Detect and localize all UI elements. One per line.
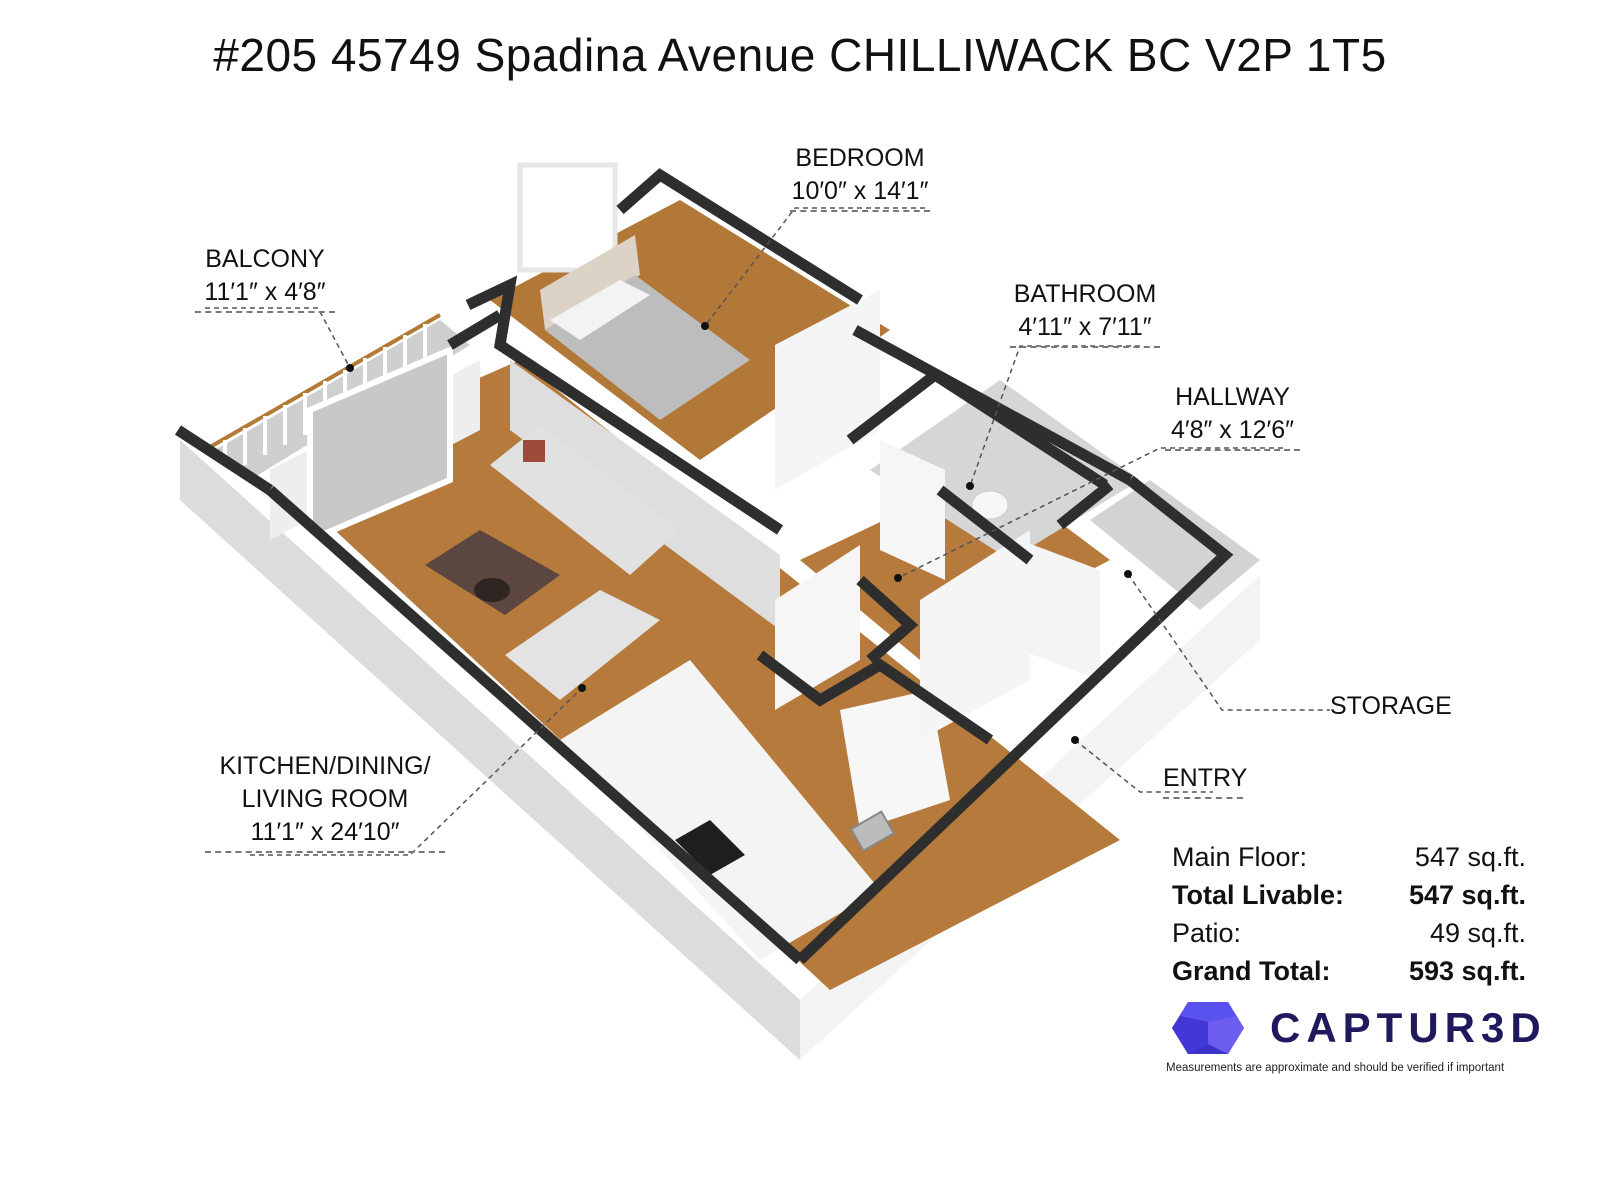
kitchen-counter (560, 660, 880, 960)
room-dimensions: 10′0″ x 14′1″ (790, 175, 930, 212)
cushion-red (523, 440, 545, 462)
wall-top-storage (1056, 480, 1114, 530)
storage-wall (1090, 480, 1260, 610)
sink (849, 810, 896, 853)
room-name: BEDROOM (795, 144, 925, 172)
room-dimensions: 11′1″ x 24′10″ (205, 816, 445, 853)
wall-top-bath-lower (936, 485, 1034, 565)
leader-bedroom (704, 207, 925, 327)
area-value: 547 sq.ft. (1414, 842, 1526, 872)
room-label-kitchen-living: KITCHEN/DINING/ LIVING ROOM 11′1″ x 24′1… (205, 750, 445, 853)
hexagon-cube-icon (1172, 1002, 1244, 1054)
room-label-entry: ENTRY (1163, 762, 1247, 799)
room-label-bedroom: BEDROOM 10′0″ x 14′1″ (790, 142, 930, 212)
sofa (490, 425, 680, 575)
room-name: STORAGE (1330, 692, 1452, 720)
exterior-wall-front-left (180, 440, 800, 1060)
wall-top-balcony (447, 310, 503, 350)
area-label: Grand Total: (1172, 956, 1331, 986)
area-label: Total Livable: (1172, 880, 1345, 910)
wall-top-bath (846, 368, 1108, 490)
area-row-patio: Patio: 49 sq.ft. (1172, 914, 1526, 952)
cooktop (675, 820, 745, 875)
leader-storage (1127, 573, 1330, 711)
toilet (971, 490, 1009, 520)
room-name: BALCONY (205, 245, 325, 273)
area-summary: Main Floor: 547 sq.ft. Total Livable: 54… (1172, 838, 1526, 990)
wall-top-outer (266, 485, 804, 965)
room-dimensions: 4′11″ x 7′11″ (1010, 311, 1160, 348)
area-label: Main Floor: (1172, 842, 1308, 872)
area-label: Patio: (1172, 918, 1242, 948)
brand-logo: CAPTUR3D (1170, 1000, 1547, 1056)
wall-top-bedroom-back (616, 168, 863, 305)
disclaimer: Measurements are approximate and should … (1166, 1062, 1505, 1074)
bedroom-window (517, 162, 618, 273)
area-row-main-floor: Main Floor: 547 sq.ft. (1172, 838, 1526, 876)
room-label-storage: STORAGE (1330, 690, 1452, 723)
area-row-grand-total: Grand Total: 593 sq.ft. (1172, 952, 1526, 990)
coffee-table-bowl (474, 578, 510, 602)
coffee-table (425, 530, 560, 615)
leader-kitchen (250, 687, 583, 856)
wall-top-bedroom (465, 275, 784, 535)
wall-top-kitchen (756, 650, 994, 745)
room-dimensions: 4′8″ x 12′6″ (1165, 414, 1300, 451)
area-row-total-livable: Total Livable: 547 sq.ft. (1172, 876, 1526, 914)
room-name: BATHROOM (1013, 280, 1157, 308)
wall-top-outer-right (796, 475, 1234, 964)
room-label-bathroom: BATHROOM 4′11″ x 7′11″ (1010, 278, 1160, 348)
room-label-hallway: HALLWAY 4′8″ x 12′6″ (1165, 381, 1300, 451)
wall-top-outer-left (174, 425, 274, 495)
page-title: #205 45749 Spadina Avenue CHILLIWACK BC … (213, 29, 1387, 81)
bed-pillows (550, 280, 650, 340)
room-dimensions: 11′1″ x 4′8″ (195, 276, 335, 313)
sliding-door (307, 345, 453, 545)
brand-name: CAPTUR3D (1270, 1004, 1547, 1051)
area-value: 49 sq.ft. (1429, 918, 1526, 948)
room-name-line2: LIVING ROOM (241, 785, 409, 813)
bedroom-wall-face (510, 360, 780, 630)
area-value: 593 sq.ft. (1408, 956, 1526, 986)
wall-top-back (852, 325, 1133, 485)
loveseat (505, 590, 660, 700)
leader-entry (1074, 739, 1213, 793)
room-name: HALLWAY (1175, 383, 1290, 411)
wall-top-hall (856, 575, 919, 665)
area-value: 547 sq.ft. (1408, 880, 1526, 910)
entry-closet (920, 530, 1030, 740)
room-name-line1: KITCHEN/DINING/ (219, 752, 431, 780)
storage-door (1020, 540, 1100, 680)
hall-closet (775, 545, 860, 710)
leader-balcony (205, 307, 351, 369)
bed-headboard (540, 235, 640, 330)
room-label-balcony: BALCONY 11′1″ x 4′8″ (195, 243, 335, 313)
bathroom-door (880, 440, 945, 580)
room-name: ENTRY (1163, 762, 1247, 799)
leader-hallway (897, 447, 1283, 579)
